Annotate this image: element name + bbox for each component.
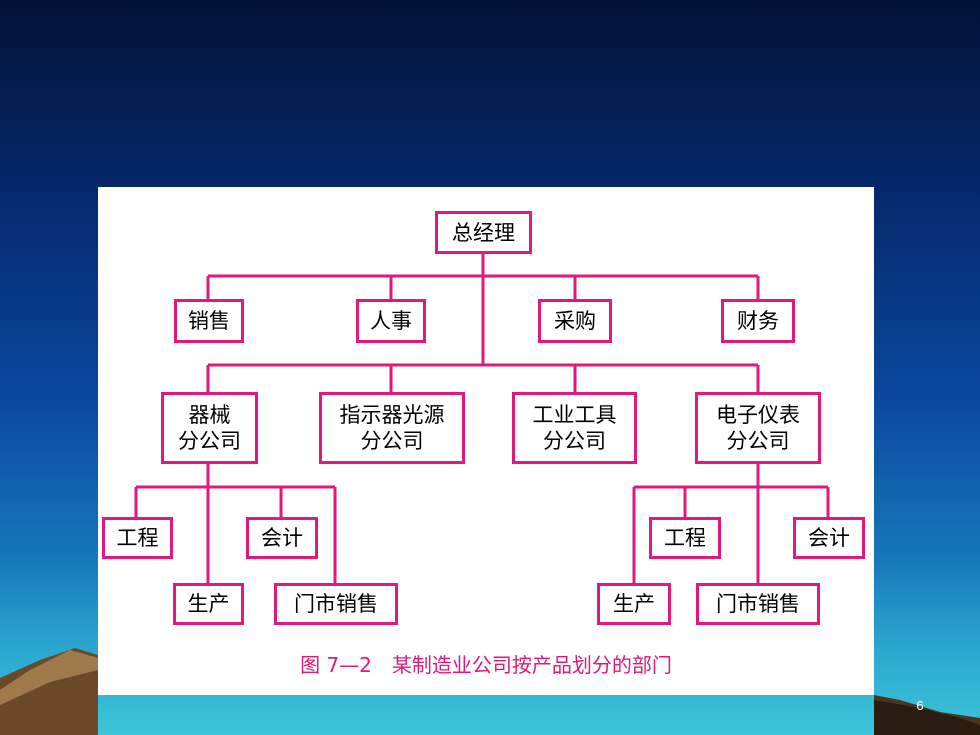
unit-label: 工程 [664,526,706,550]
unit-node-engineering-right: 工程 [649,517,721,559]
unit-node-retail-right: 门市销售 [696,583,820,625]
function-label: 人事 [370,309,412,333]
root-node-general-manager: 总经理 [435,211,532,254]
unit-node-production-right: 生产 [597,583,671,625]
unit-node-production-left: 生产 [173,583,244,625]
unit-label: 门市销售 [716,592,800,616]
function-label: 财务 [737,309,779,333]
mountain-landscape [0,648,980,735]
unit-node-accounting-left: 会计 [246,517,318,559]
division-line1: 工业工具 [532,403,617,427]
division-line1: 电子仪表 [716,403,800,427]
unit-label: 生产 [187,592,230,616]
function-node-sales: 销售 [174,299,244,343]
division-line1: 指示器光源 [339,403,445,427]
connector-lines [134,253,830,583]
division-line2: 分公司 [178,429,241,453]
division-node-electronic-instruments: 电子仪表 分公司 [695,392,821,464]
function-node-finance: 财务 [721,299,795,343]
unit-node-engineering-left: 工程 [102,517,173,559]
division-line1: 器械 [188,403,231,427]
division-node-indicator-light: 指示器光源 分公司 [319,392,465,464]
figure-caption: 图 7—2 某制造业公司按产品划分的部门 [300,653,672,677]
unit-label: 门市销售 [294,592,378,616]
division-line2: 分公司 [360,429,424,453]
slide-number: 6 [916,698,924,713]
function-label: 销售 [188,309,230,333]
division-line2: 分公司 [726,429,790,453]
unit-label: 工程 [116,526,159,550]
division-line2: 分公司 [543,429,606,453]
unit-label: 生产 [613,592,655,616]
unit-label: 会计 [808,526,850,550]
org-chart-panel: 总经理 销售 人事 采购 财务 器械 分公司 指示器光源 分公司 工业工具 分公… [98,187,874,695]
unit-node-retail-left: 门市销售 [274,583,398,625]
function-node-purchasing: 采购 [538,299,612,343]
function-label: 采购 [554,309,596,333]
function-node-hr: 人事 [356,299,426,343]
root-label: 总经理 [452,220,515,245]
division-node-industrial-tools: 工业工具 分公司 [512,392,637,464]
division-node-machinery: 器械 分公司 [161,392,258,464]
unit-label: 会计 [261,526,303,550]
unit-node-accounting-right: 会计 [793,517,865,559]
